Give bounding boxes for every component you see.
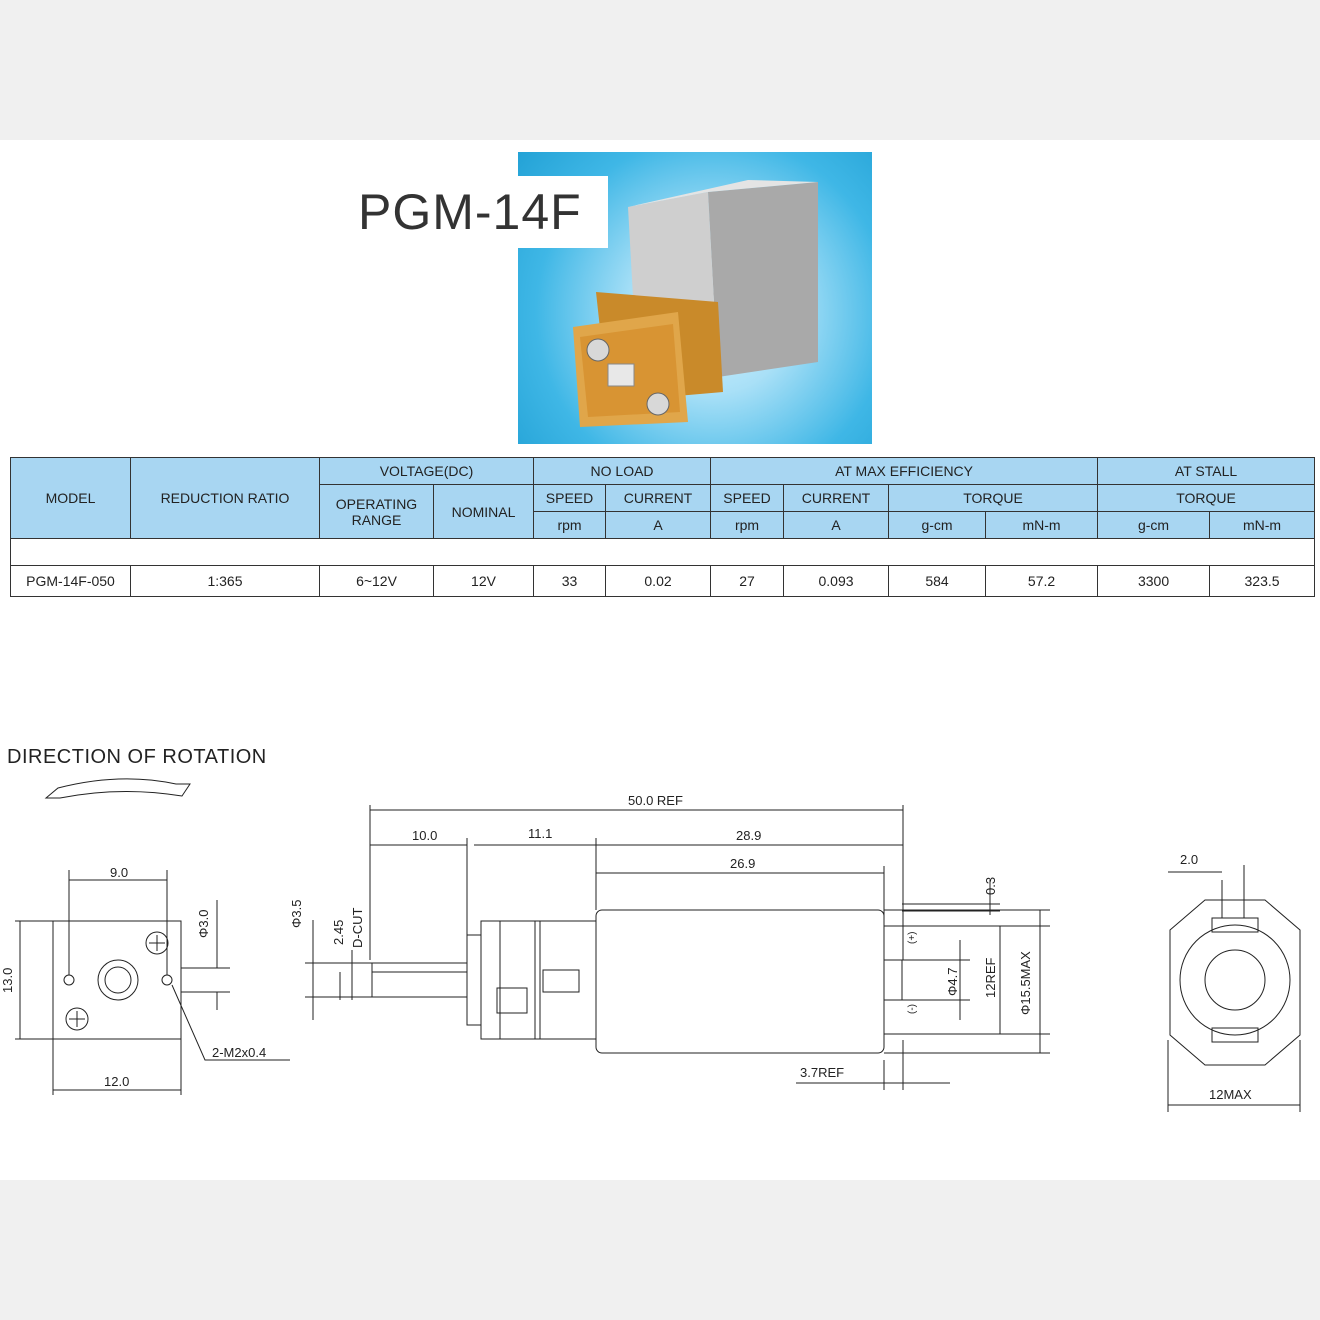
cell-nl-speed: 33: [533, 565, 607, 597]
dim-front-height: 13.0: [0, 968, 15, 993]
dim-shaft-dia: Φ3.5: [289, 900, 304, 928]
dim-body-dia: Φ15.5MAX: [1018, 951, 1033, 1015]
dim-motor-length: 28.9: [736, 828, 761, 843]
dim-rear-width: 12MAX: [1209, 1087, 1252, 1102]
terminal-plus: (+): [907, 932, 918, 945]
table-row: PGM-14F-050 1:365 6~12V 12V 33 0.02 27 0…: [10, 565, 1316, 597]
cell-nominal: 12V: [432, 565, 535, 597]
cell-me-torque-mnm: 57.2: [985, 565, 1099, 597]
terminal-minus: (-): [907, 1004, 918, 1014]
dim-overall-length: 50.0 REF: [628, 793, 683, 808]
dim-shaft-length: 10.0: [412, 828, 437, 843]
rotation-title: DIRECTION OF ROTATION: [7, 746, 267, 768]
header-stall: AT STALL: [1097, 457, 1316, 485]
unit-me-mnm: mN-m: [985, 511, 1099, 539]
header-st-torque: TORQUE: [1097, 484, 1316, 512]
cell-me-speed: 27: [710, 565, 785, 597]
dim-terminal-ref: 12REF: [983, 957, 998, 998]
model-title: PGM-14F: [358, 184, 582, 240]
unit-me-gcm: g-cm: [888, 511, 987, 539]
dim-terminal-length: 3.7REF: [800, 1065, 844, 1080]
unit-st-mnm: mN-m: [1209, 511, 1316, 539]
dim-gear-length: 11.1: [528, 826, 552, 841]
dim-can-length: 26.9: [730, 856, 755, 871]
spec-table: MODEL REDUCTION RATIO VOLTAGE(DC) NO LOA…: [9, 457, 1316, 597]
header-voltage: VOLTAGE(DC): [318, 457, 535, 485]
header-me-current: CURRENT: [783, 484, 890, 512]
cell-st-torque-mnm: 323.5: [1209, 565, 1316, 597]
operating-label: OPERATING: [335, 495, 418, 512]
cell-model: PGM-14F-050: [10, 565, 131, 597]
cell-nl-current: 0.02: [605, 565, 712, 597]
dim-front-width-top: 9.0: [110, 865, 128, 880]
table-gap: [9, 538, 1316, 566]
range-label: RANGE: [351, 511, 402, 528]
header-max-efficiency: AT MAX EFFICIENCY: [710, 457, 1099, 485]
header-me-speed: SPEED: [710, 484, 785, 512]
cell-operating: 6~12V: [319, 565, 434, 597]
cell-st-torque-gcm: 3300: [1097, 565, 1211, 597]
dim-rear-tab: 2.0: [1180, 852, 1198, 867]
header-me-torque: TORQUE: [888, 484, 1099, 512]
dim-dcut: 2.45: [331, 920, 346, 945]
header-ratio: REDUCTION RATIO: [130, 457, 320, 539]
dim-front-screw: 2-M2x0.4: [212, 1045, 266, 1060]
header-no-load: NO LOAD: [533, 457, 712, 485]
header-nominal: NOMINAL: [432, 484, 535, 539]
dim-terminal-gap: 0.3: [983, 877, 998, 895]
cell-me-current: 0.093: [783, 565, 890, 597]
cell-ratio: 1:365: [130, 565, 320, 597]
unit-nl-a: A: [605, 511, 712, 539]
header-nl-current: CURRENT: [605, 484, 712, 512]
dim-dcut-label: D-CUT: [350, 908, 365, 948]
header-nl-speed: SPEED: [533, 484, 607, 512]
header-model: MODEL: [10, 457, 131, 539]
unit-me-a: A: [783, 511, 890, 539]
dim-front-width-bottom: 12.0: [104, 1074, 129, 1089]
title-background: [352, 176, 608, 248]
dim-boss-dia: Φ4.7: [945, 968, 960, 996]
cell-me-torque-gcm: 584: [888, 565, 987, 597]
dim-front-hole-dia: Φ3.0: [196, 910, 211, 938]
rotation-arrow-icon: [44, 778, 191, 799]
unit-st-gcm: g-cm: [1097, 511, 1211, 539]
unit-nl-rpm: rpm: [533, 511, 607, 539]
